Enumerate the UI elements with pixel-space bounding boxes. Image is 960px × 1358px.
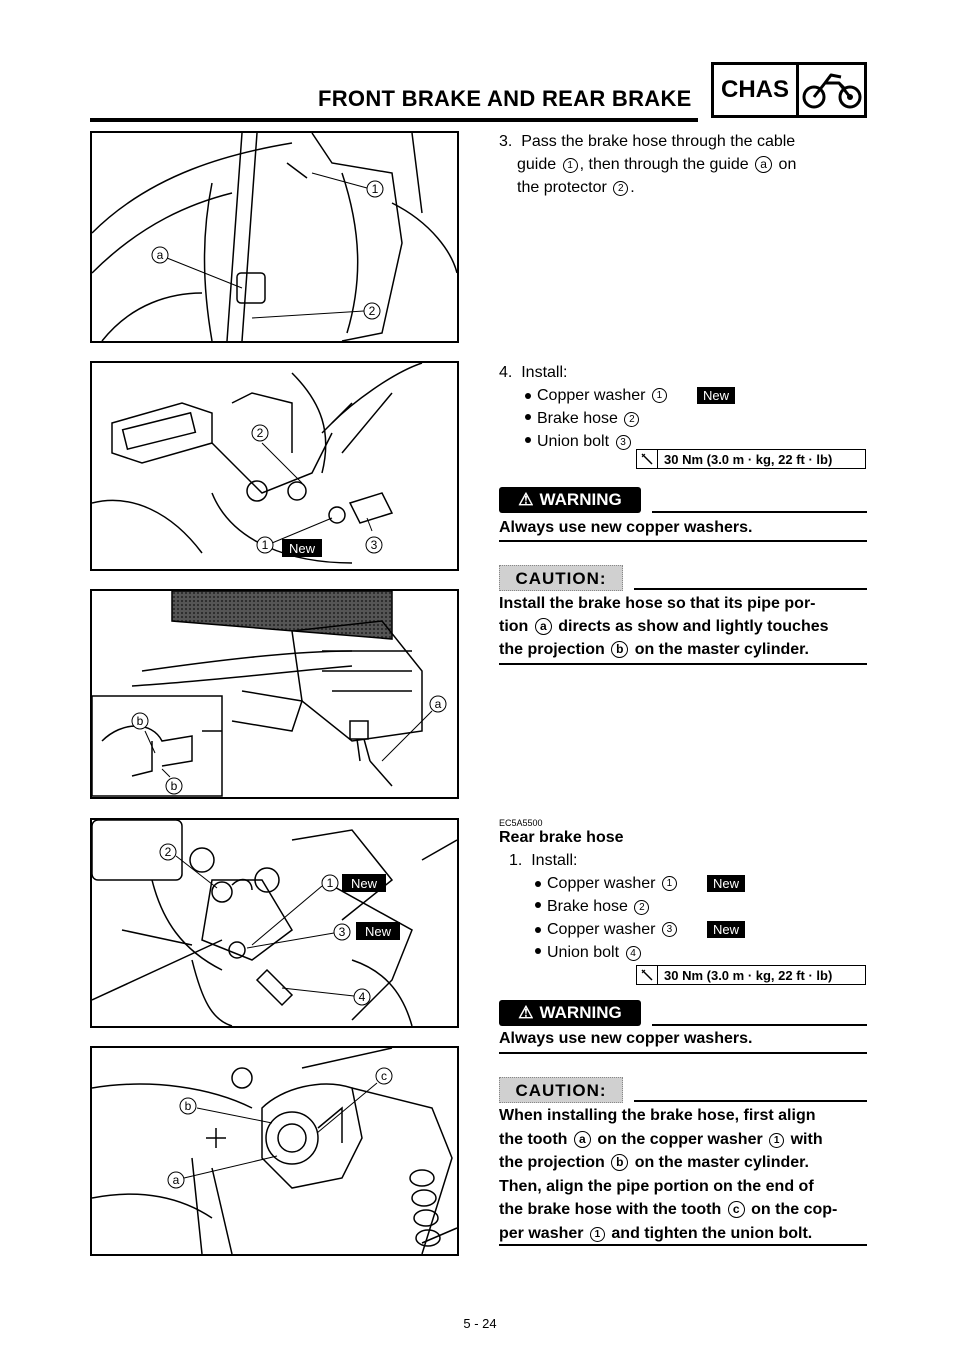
list-item: Union bolt 3 xyxy=(499,430,867,453)
fig2-new-badge: New xyxy=(289,541,316,556)
new-badge: New xyxy=(706,921,745,938)
fig4-callout-4: 4 xyxy=(359,990,366,1004)
section-code: CHAS xyxy=(714,65,799,115)
list-item: Brake hose 2 xyxy=(499,895,867,918)
fig5-callout-a: a xyxy=(173,1173,180,1187)
fig4-new-badge-2: New xyxy=(365,924,392,939)
fig3-callout-a: a xyxy=(435,697,442,711)
figure-master-cylinder: b b a xyxy=(90,589,459,799)
step-4: 4. Install: Copper washer 1 New Brake ho… xyxy=(499,361,867,453)
page-title: FRONT BRAKE AND REAR BRAKE xyxy=(318,86,692,111)
torque-spec-rear: 30 Nm (3.0 m · kg, 22 ft · lb) xyxy=(636,965,866,985)
warning-rule xyxy=(652,511,867,513)
caution-text: Install the brake hose so that its pipe … xyxy=(499,595,829,658)
fig3-callout-b1: b xyxy=(137,714,144,728)
fig1-callout-1: 1 xyxy=(372,182,379,196)
warning-text: Always use new copper washers. xyxy=(499,1030,753,1047)
fig4-callout-1: 1 xyxy=(327,876,334,890)
warning-text: Always use new copper washers. xyxy=(499,519,753,536)
wrench-icon xyxy=(637,966,658,984)
ref-1: 1 xyxy=(562,158,578,173)
new-badge: New xyxy=(696,387,735,404)
warning-icon: ⚠ xyxy=(518,1003,534,1022)
fig3-callout-b2: b xyxy=(171,779,178,793)
motorcycle-icon xyxy=(799,65,864,115)
fig5-callout-b: b xyxy=(185,1099,192,1113)
new-badge: New xyxy=(706,875,745,892)
caution-text: When installing the brake hose, first al… xyxy=(499,1107,838,1242)
torque-spec-front: 30 Nm (3.0 m · kg, 22 ft · lb) xyxy=(636,449,866,469)
caution-label: CAUTION: xyxy=(499,1077,623,1103)
caution-label: CAUTION: xyxy=(499,565,623,591)
figure-cable-guide: 1 a 2 xyxy=(90,131,459,343)
section-title: Rear brake hose xyxy=(499,829,624,846)
caution-rule xyxy=(634,588,867,590)
warning-end-rule xyxy=(499,540,867,542)
list-item: Union bolt 4 xyxy=(499,941,867,964)
fig2-callout-1: 1 xyxy=(262,538,269,552)
section-code: EC5A5500 xyxy=(499,818,543,828)
list-item: Copper washer 1 New xyxy=(499,384,867,407)
fig5-callout-c: c xyxy=(381,1069,387,1083)
ref-a: a xyxy=(755,156,773,173)
warning-label: ⚠WARNING xyxy=(499,1000,641,1026)
ref-2: 2 xyxy=(613,181,629,196)
step-rear-1: 1. Install: Copper washer 1 New Brake ho… xyxy=(499,849,867,964)
fig4-new-badge-1: New xyxy=(351,876,378,891)
warning-label: ⚠WARNING xyxy=(499,487,641,513)
caution-rule xyxy=(634,1100,867,1102)
caution-end-rule xyxy=(499,663,867,665)
section-badge: CHAS xyxy=(711,62,867,118)
list-item: Brake hose 2 xyxy=(499,407,867,430)
warning-icon: ⚠ xyxy=(518,490,534,509)
header-rule xyxy=(90,118,698,122)
fig4-callout-3: 3 xyxy=(339,925,346,939)
fig2-callout-2: 2 xyxy=(257,426,264,440)
fig2-callout-3: 3 xyxy=(371,538,378,552)
figure-rear-union: 2 1 New 3 New 4 xyxy=(90,818,459,1028)
list-item: Copper washer 3 New xyxy=(499,918,867,941)
wrench-icon xyxy=(637,450,658,468)
list-item: Copper washer 1 New xyxy=(499,872,867,895)
fig4-callout-2: 2 xyxy=(165,845,172,859)
warning-rule xyxy=(652,1024,867,1026)
caution-end-rule xyxy=(499,1244,867,1246)
figure-rear-washer-detail: c b a xyxy=(90,1046,459,1256)
figure-front-union: 2 1 New 3 xyxy=(90,361,459,571)
step-3: 3. Pass the brake hose through the cable… xyxy=(499,133,797,196)
warning-end-rule xyxy=(499,1052,867,1054)
page-number: 5 - 24 xyxy=(463,1316,497,1331)
fig1-callout-a: a xyxy=(157,248,164,262)
fig1-callout-2: 2 xyxy=(369,304,376,318)
